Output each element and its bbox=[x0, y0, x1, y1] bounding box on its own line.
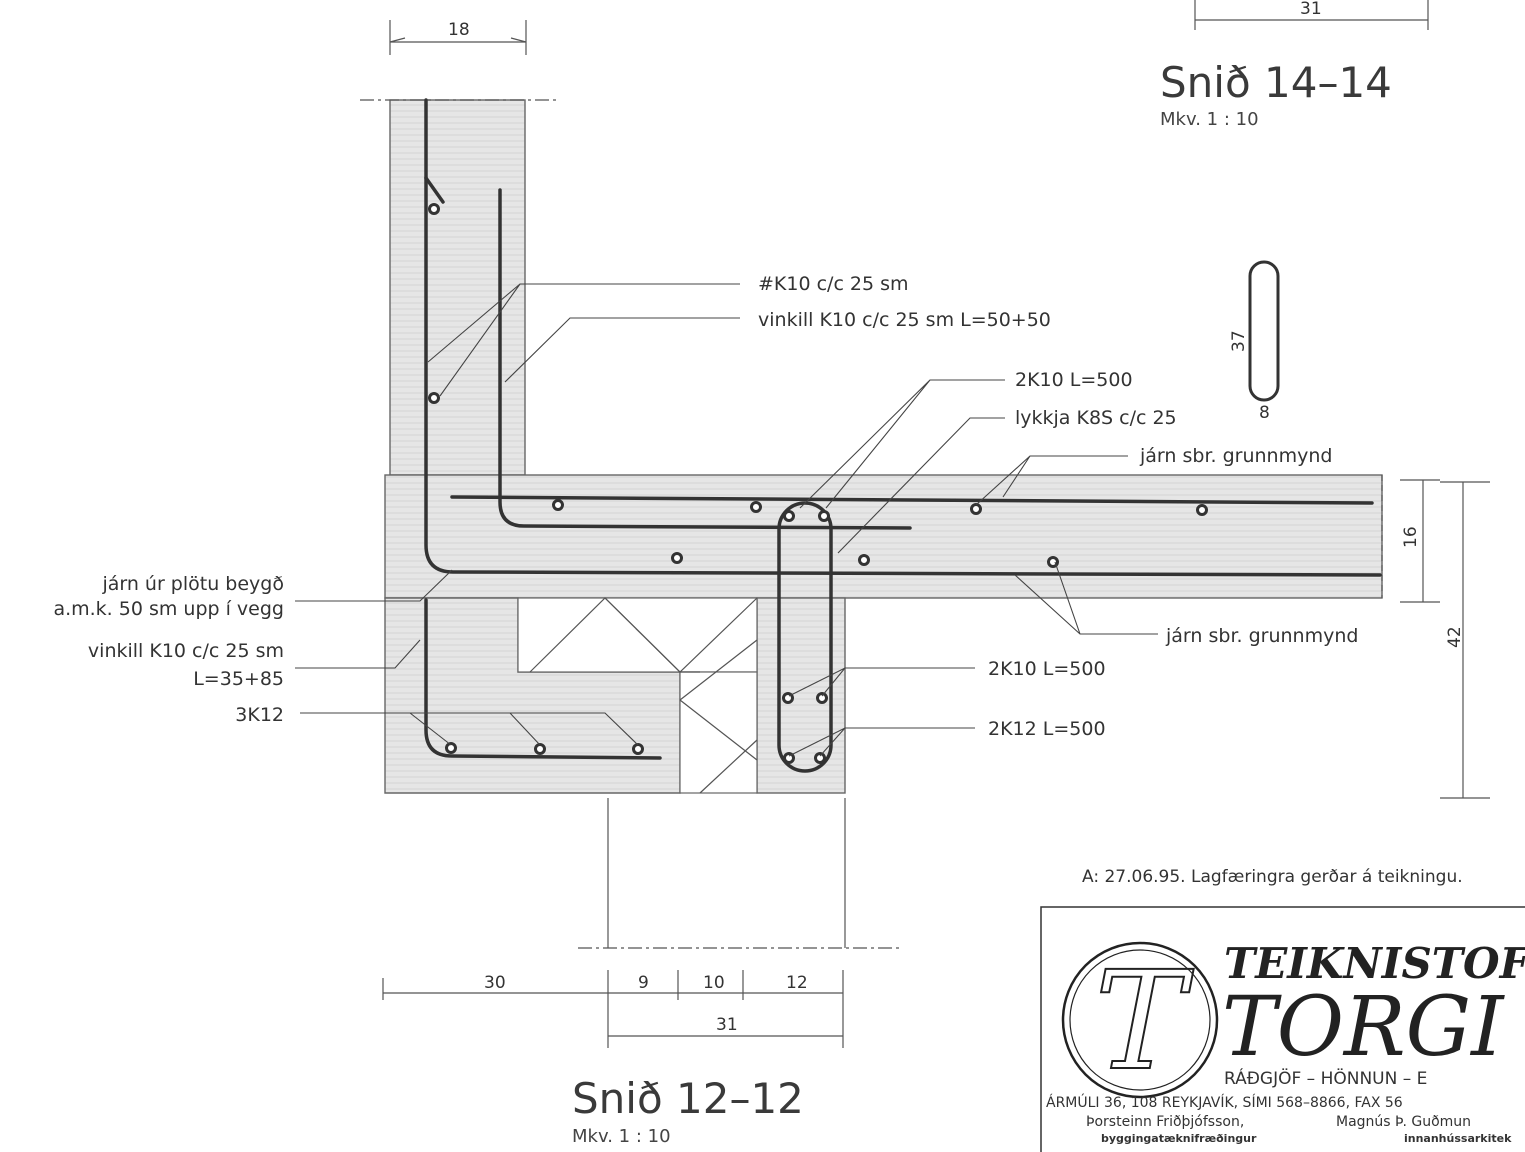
wall-hook bbox=[424, 176, 445, 204]
label-grid-k10: #K10 c/c 25 sm bbox=[758, 273, 909, 295]
dimension-lines bbox=[382, 0, 1490, 1048]
loop-detail bbox=[1248, 260, 1280, 402]
revision-note: A: 27.06.95. Lagfæringra gerðar á teikni… bbox=[1082, 867, 1463, 887]
wall-inner-bar bbox=[498, 188, 912, 530]
label-k10-l500-beam: 2K10 L=500 bbox=[988, 658, 1106, 680]
firm-name-line-1: TEIKNISTOF bbox=[1224, 939, 1525, 988]
dim-bottom-31: 31 bbox=[716, 1015, 738, 1035]
label-k12-3: 3K12 bbox=[235, 704, 284, 726]
dim-bottom-9: 9 bbox=[638, 973, 649, 993]
dim-total-depth: 42 bbox=[1445, 626, 1465, 648]
person-1-title: byggingatæknifræðingur bbox=[1101, 1132, 1257, 1145]
label-vinkill-left-2: L=35+85 bbox=[193, 668, 284, 690]
dim-bottom-12: 12 bbox=[786, 973, 808, 993]
label-k10-l500-top: 2K10 L=500 bbox=[1015, 369, 1133, 391]
firm-services: RÁÐGJÖF – HÖNNUN – E bbox=[1224, 1067, 1427, 1089]
person-1-name: Þorsteinn Friðþjófsson, bbox=[1086, 1114, 1244, 1130]
insulation-void bbox=[517, 597, 758, 794]
label-k12-l500-beam: 2K12 L=500 bbox=[988, 718, 1106, 740]
wall-outer-bar bbox=[424, 98, 1382, 577]
section-12-title: Snið 12–12 bbox=[572, 1074, 804, 1123]
firm-name-line-2: TORGI bbox=[1222, 980, 1505, 1075]
logo-letter: T bbox=[1095, 943, 1195, 1101]
label-jarn-top: járn sbr. grunnmynd bbox=[1139, 445, 1332, 467]
dim-bottom-30: 30 bbox=[484, 973, 506, 993]
firm-address: ÁRMÚLI 36, 108 REYKJAVÍK, SÍMI 568–8866,… bbox=[1046, 1093, 1403, 1111]
dim-slab-thickness: 16 bbox=[1401, 526, 1421, 548]
concrete-wall bbox=[389, 99, 526, 476]
company-logo: T bbox=[1061, 941, 1219, 1102]
section-14-title: Snið 14–14 bbox=[1160, 58, 1392, 107]
label-jarn-plotu-1: járn úr plötu beygð bbox=[101, 573, 284, 595]
slab-top-bar bbox=[450, 495, 1374, 505]
section-12-scale: Mkv. 1 : 10 bbox=[572, 1126, 671, 1147]
dim-bottom-10: 10 bbox=[703, 973, 725, 993]
label-vinkill-left-1: vinkill K10 c/c 25 sm bbox=[88, 640, 284, 662]
label-jarn-bottom: járn sbr. grunnmynd bbox=[1165, 625, 1358, 647]
leader-lines bbox=[295, 283, 1158, 757]
dim-top-right-width: 31 bbox=[1300, 0, 1322, 19]
section-14-scale: Mkv. 1 : 10 bbox=[1160, 109, 1259, 130]
footing-l-bar bbox=[424, 598, 662, 760]
label-lykkja: lykkja K8S c/c 25 bbox=[1015, 407, 1177, 429]
title-block: T TEIKNISTOF TORGI RÁÐGJÖF – HÖNNUN – E … bbox=[1040, 906, 1525, 1152]
person-2-title: innanhússarkitek bbox=[1404, 1132, 1512, 1145]
dim-loop-height: 37 bbox=[1229, 330, 1249, 352]
label-jarn-plotu-2: a.m.k. 50 sm upp í vegg bbox=[53, 598, 284, 620]
dim-wall-thickness: 18 bbox=[448, 20, 470, 40]
concrete-slab bbox=[384, 474, 1383, 599]
rebars bbox=[424, 98, 1382, 773]
person-2-name: Magnús Þ. Guðmun bbox=[1336, 1114, 1471, 1130]
label-vinkill-top: vinkill K10 c/c 25 sm L=50+50 bbox=[758, 309, 1051, 331]
dim-loop-width: 8 bbox=[1259, 403, 1270, 423]
